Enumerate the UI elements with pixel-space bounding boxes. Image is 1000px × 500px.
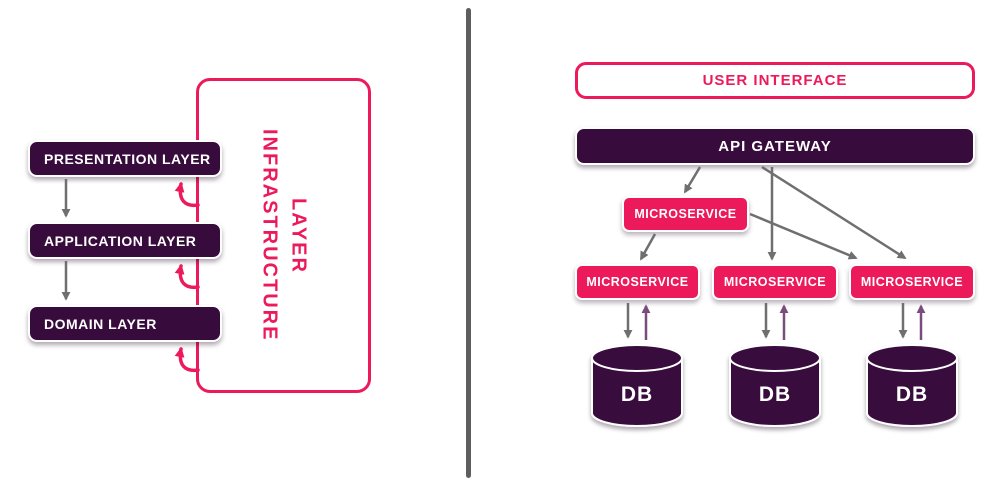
db-label-3: DB bbox=[896, 383, 928, 406]
db-label-1: DB bbox=[621, 383, 653, 406]
user-interface-box: USER INTERFACE bbox=[575, 62, 975, 99]
user-interface-label: USER INTERFACE bbox=[702, 72, 848, 89]
microservice-label: MICROSERVICE bbox=[634, 207, 737, 221]
db-cylinder-2: DB bbox=[729, 344, 821, 427]
microservice-box-2: MICROSERVICE bbox=[712, 264, 838, 300]
arrow-gateway-to-microservice-middle bbox=[683, 166, 702, 194]
microservice-label: MICROSERVICE bbox=[723, 275, 827, 289]
db-label-2: DB bbox=[759, 383, 791, 406]
domain-layer-label: DOMAIN LAYER bbox=[44, 315, 157, 332]
divider-line bbox=[466, 8, 471, 478]
infrastructure-word: INFRASTRUCTURE bbox=[258, 129, 281, 342]
microservice-label: MICROSERVICE bbox=[860, 275, 964, 289]
application-layer-box: APPLICATION LAYER bbox=[28, 222, 222, 259]
application-layer-label: APPLICATION LAYER bbox=[44, 232, 197, 249]
infrastructure-layer-box: INFRASTRUCTURE LAYER bbox=[196, 78, 371, 393]
api-gateway-label: API GATEWAY bbox=[718, 137, 832, 155]
api-gateway-box: API GATEWAY bbox=[575, 127, 975, 165]
arrow-microservice-middle-to-microservice-3 bbox=[749, 212, 858, 260]
db-cylinder-3: DB bbox=[866, 344, 958, 427]
microservice-box-middle: MICROSERVICE bbox=[622, 196, 749, 232]
infrastructure-layer-label: INFRASTRUCTURE LAYER bbox=[255, 129, 313, 341]
microservice-box-1: MICROSERVICE bbox=[575, 264, 700, 300]
layer-word: LAYER bbox=[287, 197, 310, 274]
microservice-label: MICROSERVICE bbox=[586, 275, 689, 289]
presentation-layer-label: PRESENTATION LAYER bbox=[44, 150, 211, 167]
domain-layer-box: DOMAIN LAYER bbox=[28, 305, 222, 342]
arrow-microservice-middle-to-microservice-1 bbox=[639, 233, 657, 261]
db-cylinder-1: DB bbox=[591, 344, 683, 427]
microservice-box-3: MICROSERVICE bbox=[849, 264, 975, 300]
arrow-gateway-to-microservice-3 bbox=[761, 165, 907, 260]
presentation-layer-box: PRESENTATION LAYER bbox=[28, 140, 222, 177]
